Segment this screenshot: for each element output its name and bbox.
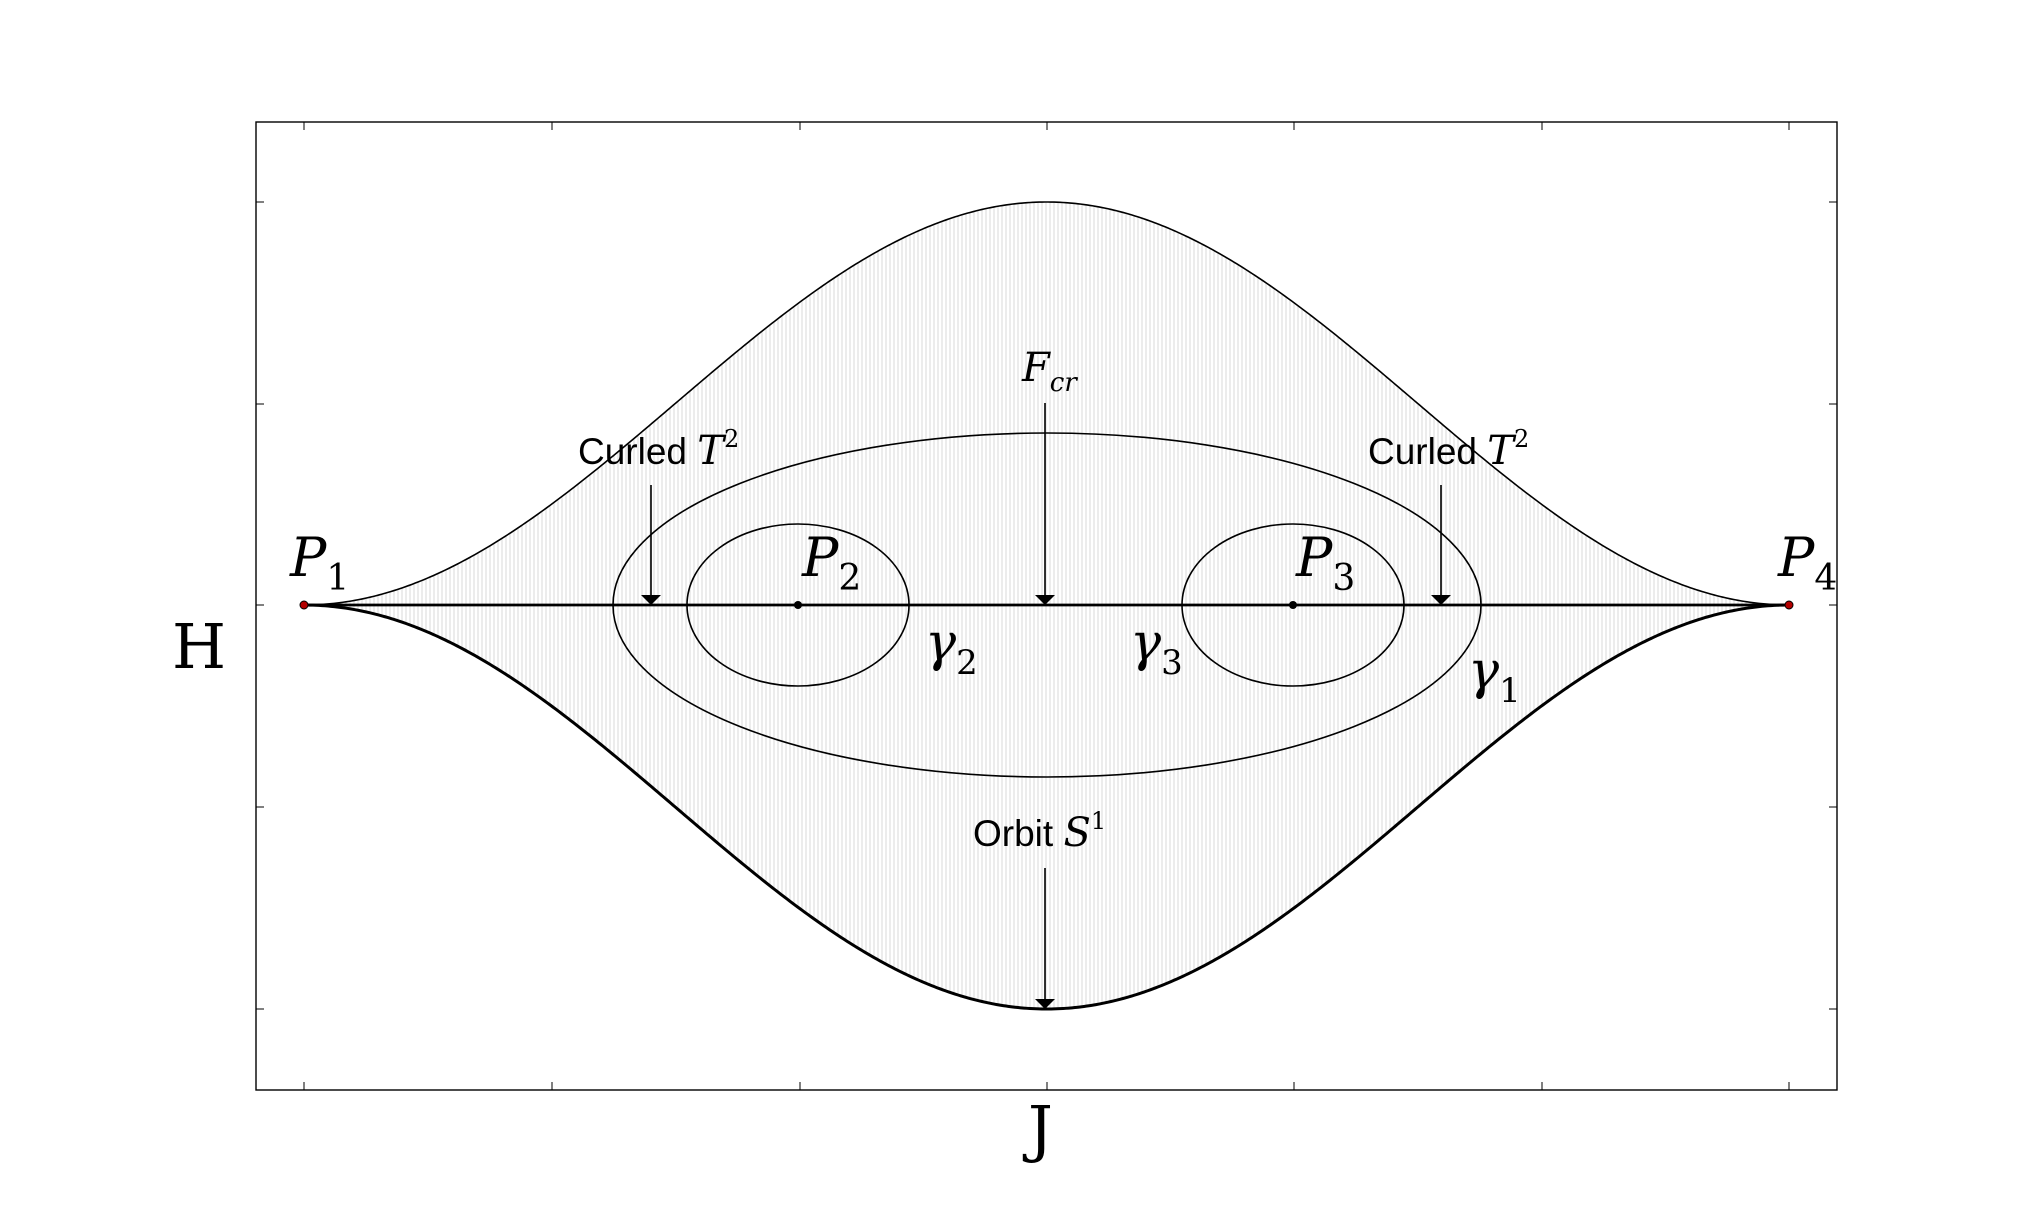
curled-torus-right-label: Curled T2 bbox=[1368, 425, 1529, 474]
gamma1-label: γ1 bbox=[1468, 641, 1521, 711]
axis-ticks bbox=[256, 122, 1837, 1090]
gamma2-curve bbox=[686, 523, 910, 687]
p4-label: P4 bbox=[1777, 526, 1837, 599]
y-axis-label: H bbox=[172, 610, 226, 683]
curled-torus-left-label: Curled T2 bbox=[578, 425, 739, 474]
x-axis-label: J bbox=[1022, 1092, 1053, 1165]
p1-label: P1 bbox=[289, 526, 349, 599]
p3-label: P3 bbox=[1295, 526, 1355, 599]
upper-boundary-curve bbox=[303, 201, 1790, 606]
p2-dot bbox=[794, 601, 802, 609]
fcr-label: Fcr bbox=[1021, 345, 1078, 398]
p3-dot bbox=[1289, 601, 1297, 609]
lower-boundary-curve bbox=[303, 603, 1790, 1011]
gamma2-label: γ2 bbox=[925, 613, 978, 683]
p1-dot bbox=[299, 600, 309, 610]
gamma3-curve bbox=[1181, 523, 1405, 687]
gamma3-label: γ3 bbox=[1130, 613, 1183, 683]
p4-dot bbox=[1784, 600, 1794, 610]
p2-label: P2 bbox=[801, 526, 861, 599]
gamma1-curve bbox=[612, 432, 1482, 778]
orbit-label: Orbit S1 bbox=[973, 807, 1106, 856]
